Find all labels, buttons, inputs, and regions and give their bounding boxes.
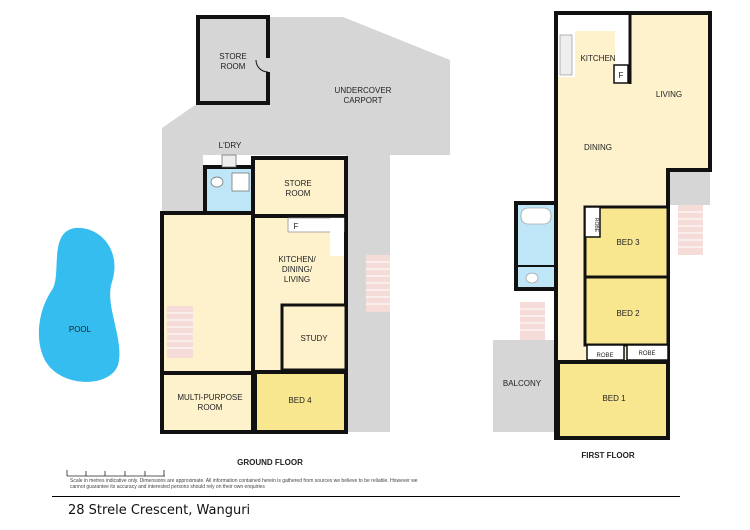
balcony: [493, 340, 556, 432]
divider: [52, 496, 680, 497]
bed-2-label: BED 2: [616, 309, 640, 318]
scale-bar: [66, 470, 165, 477]
balcony-label: BALCONY: [503, 379, 542, 388]
stairs-left: [167, 306, 193, 358]
study-label: STUDY: [300, 334, 328, 343]
robe-bed3-label: ROBE: [593, 218, 599, 233]
disclaimer: Scale in metres indicative only. Dimensi…: [70, 478, 418, 490]
kitchen-label: KITCHEN/DINING/LIVING: [278, 255, 316, 284]
living-label: LIVING: [656, 90, 682, 99]
bed-4-label: BED 4: [288, 396, 312, 405]
robe-left-label: ROBE: [596, 353, 613, 359]
stairs-entry: [678, 205, 703, 255]
property-address: 28 Strele Crescent, Wanguri: [68, 503, 251, 518]
ground-floor-title: GROUND FLOOR: [237, 458, 303, 467]
carport: [162, 17, 450, 432]
first-floor-title: FIRST FLOOR: [581, 451, 635, 460]
bed-1: [556, 360, 670, 440]
stairs-balcony: [520, 302, 545, 340]
stairs-right: [366, 255, 390, 312]
store-room-inner: [251, 156, 348, 218]
ground-fridge-label: F: [294, 222, 299, 231]
multi-purpose-room: [160, 371, 255, 434]
first-kitchen-label: KITCHEN: [580, 54, 615, 63]
first-fridge-label: F: [619, 71, 624, 80]
dining-label: DINING: [584, 143, 612, 152]
bed-1-label: BED 1: [602, 394, 626, 403]
robe-bed3: [584, 206, 601, 238]
first-floor: F KITCHEN LIVING DINING ROBE BED 3 BED 2…: [493, 11, 712, 460]
entry-landing: [668, 172, 710, 205]
pool-label: POOL: [69, 325, 92, 334]
pool: [38, 227, 120, 382]
laundry-label: L'DRY: [219, 141, 242, 150]
robe-right-label: ROBE: [638, 351, 655, 357]
bed-3-label: BED 3: [616, 238, 640, 247]
bed-4: [253, 370, 348, 434]
